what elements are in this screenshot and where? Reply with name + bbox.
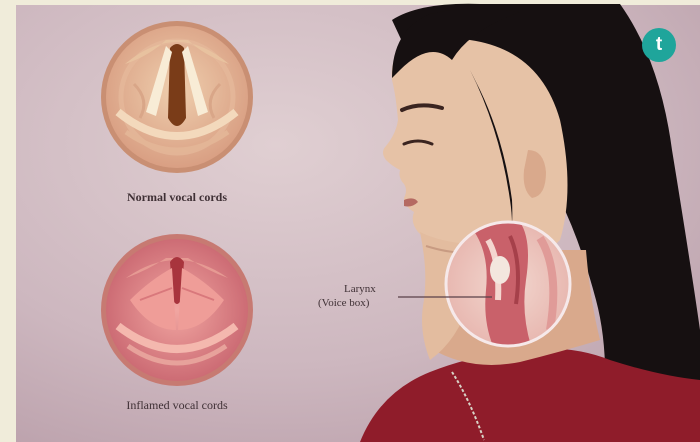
inflamed-vocal-cords-image — [101, 234, 253, 386]
larynx-callout: Larynx (Voice box) — [318, 282, 376, 310]
normal-vocal-cords-image — [101, 21, 253, 173]
voice-box-label: (Voice box) — [318, 296, 376, 310]
normal-vocal-cords-caption: Normal vocal cords — [127, 190, 227, 205]
larynx-label: Larynx — [318, 282, 376, 296]
brand-logo-icon: t — [642, 28, 676, 62]
inflamed-vocal-cords-caption: Inflamed vocal cords — [126, 398, 227, 413]
